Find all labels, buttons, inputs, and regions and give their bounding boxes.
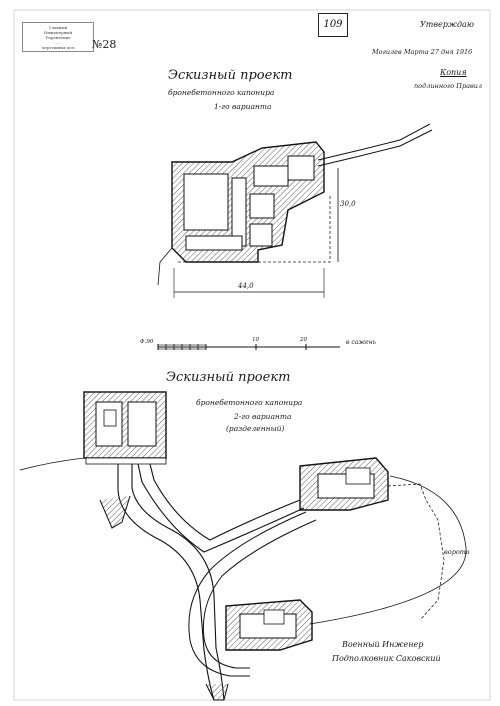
- plan-2-subtitle: бронебетонного капонира: [196, 398, 303, 407]
- plan-1-dim-bottom-label: 44,0: [238, 282, 254, 290]
- plan-1-caponier: [157, 123, 433, 298]
- plan-1-subtitle: бронебетонного капонира: [168, 88, 275, 97]
- plan-2-side-label: ворота: [444, 548, 470, 556]
- plan-1-room-gallery: [253, 165, 289, 187]
- plan-1-room-main: [183, 173, 229, 231]
- plan-2-title: Эскизный проект: [166, 370, 291, 385]
- folio-number: 109: [318, 13, 348, 37]
- plan-2-dashed-outline: [387, 483, 445, 621]
- plan-1-approach: [317, 123, 431, 161]
- scale-right-label: 20: [300, 337, 307, 343]
- copy-label: Копия: [440, 68, 467, 77]
- signature-line-2: Подполковник Саковский: [332, 654, 441, 663]
- sheet-number: №28: [92, 38, 117, 51]
- plan-1-counterscarp: [157, 247, 173, 286]
- signature-line-1: Военный Инженер: [342, 640, 424, 649]
- stamp-line: ......: [54, 40, 62, 45]
- stamp-line: Главный: [48, 25, 68, 30]
- scale-unit: в сажень: [346, 339, 376, 346]
- scale-mid-label: 10: [252, 337, 259, 343]
- place-date: Могилев Марта 27 дня 1916: [372, 48, 473, 56]
- plan-1-corridor-bottom: [185, 235, 243, 251]
- plan-2-caponier: [19, 391, 467, 701]
- plan-1-room-low: [249, 223, 273, 247]
- plan-2-variant: 2-го варианта: [234, 412, 292, 421]
- plan-1-dashed-outline: [178, 195, 331, 263]
- scale-left-label: Ф.90: [140, 339, 154, 345]
- plan-1-variant: 1-го варианта: [214, 102, 272, 111]
- plan-1-dim-right-label: 30,0: [340, 200, 356, 208]
- plan-2-terrain: [19, 457, 85, 471]
- plan-1-approach-2: [317, 129, 433, 167]
- archive-stamp: Главный Инженерный Управление ...... чер…: [22, 22, 94, 52]
- plan-2-spur: [99, 495, 131, 529]
- plan-1-room-top: [287, 155, 315, 181]
- stamp-line: Инженерный: [43, 30, 73, 35]
- plan-2-note: (разделенный): [226, 424, 285, 433]
- plan-2-gallery-right: [149, 463, 301, 541]
- plan-2-gallery-left: [117, 464, 215, 701]
- signed-note: подлинного Правил: [414, 82, 483, 90]
- plan-1-room-small: [249, 193, 275, 219]
- stamp-line: Управление: [45, 35, 71, 40]
- plan-2-exit: [205, 683, 229, 701]
- approved-label: Утверждаю: [420, 20, 474, 29]
- plan-1-title: Эскизный проект: [168, 68, 293, 83]
- plan-2-outer-trench: [188, 511, 307, 677]
- sheet-border: [13, 9, 491, 701]
- stamp-line: чертежных дел: [41, 45, 75, 50]
- scale-bar-graphic: [157, 344, 340, 350]
